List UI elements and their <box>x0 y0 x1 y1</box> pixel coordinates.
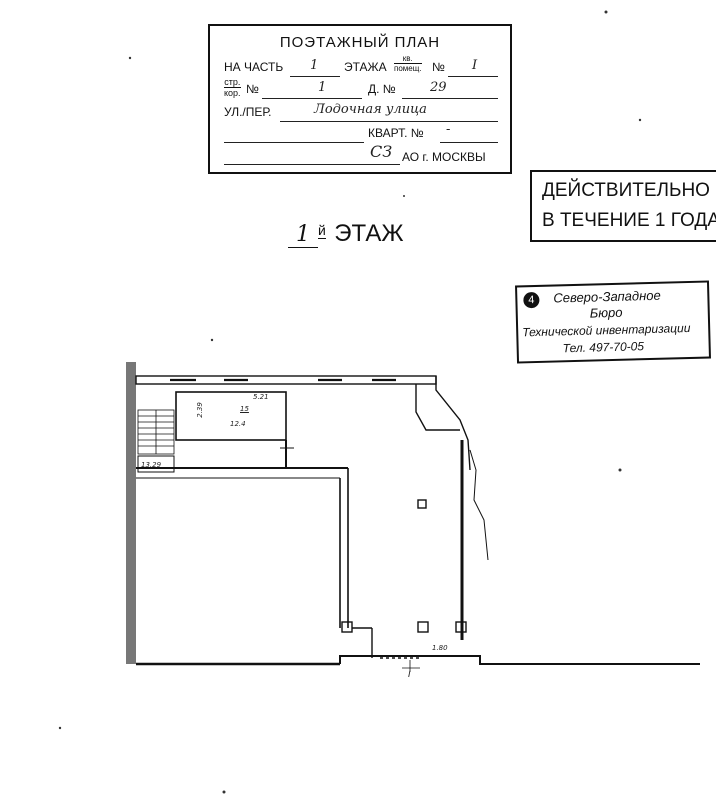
building-value: 1 <box>318 80 327 95</box>
apartment-value: - <box>446 122 451 137</box>
column <box>417 621 429 633</box>
room-area-label: 12.4 <box>230 420 246 428</box>
room-number-sign: № <box>432 60 445 74</box>
building-type-label: стр. кор. <box>224 77 241 98</box>
validity-stamp: ДЕЙСТВИТЕЛЬНО В ТЕЧЕНИЕ 1 ГОДА <box>530 170 716 242</box>
title-heading: ПОЭТАЖНЫЙ ПЛАН <box>279 34 441 51</box>
right-upper-wall <box>435 376 471 471</box>
apartment-label: КВАРТ. № <box>368 126 424 140</box>
stair-label: 13.29 <box>141 461 162 469</box>
room-number-label: 15 <box>240 405 249 413</box>
building-type-bottom: кор. <box>224 88 241 98</box>
scan-specks <box>58 10 642 794</box>
district-value: СЗ <box>370 142 393 161</box>
title-stamp: ПОЭТАЖНЫЙ ПЛАН НА ЧАСТЬ 1 ЭТАЖА кв. поме… <box>208 24 512 174</box>
district-suffix: АО г. МОСКВЫ <box>402 150 486 164</box>
room-depth-label: 2.39 <box>195 402 204 418</box>
room-type-bottom: помещ. <box>394 64 422 73</box>
house-label: Д. № <box>368 82 396 96</box>
room-type-top: кв. <box>394 54 422 64</box>
staircase <box>137 409 175 455</box>
building-type-top: стр. <box>224 77 241 88</box>
floor-word: ЭТАЖА <box>344 60 387 74</box>
validity-line-1: ДЕЙСТВИТЕЛЬНО <box>542 180 710 201</box>
room-15 <box>175 391 287 441</box>
house-value: 29 <box>430 80 447 95</box>
part-label: НА ЧАСТЬ <box>224 60 284 74</box>
floor-suffix: й <box>318 221 326 239</box>
left-wall <box>126 362 136 664</box>
bottom-dimension: 1.80 <box>432 644 448 652</box>
room-value: I <box>472 58 478 73</box>
hall-partition <box>339 468 349 628</box>
validity-line-2: В ТЕЧЕНИЕ 1 ГОДА <box>542 210 716 231</box>
floor-number: 1 <box>288 222 318 248</box>
section-mark: I <box>408 670 411 680</box>
part-value: 1 <box>310 58 319 73</box>
building-number-sign: № <box>246 82 259 96</box>
room-type-label: кв. помещ. <box>394 54 422 73</box>
street-label: УЛ./ПЕР. <box>224 105 272 119</box>
column <box>417 499 427 509</box>
street-value: Лодочная улица <box>314 102 427 117</box>
floor-word: ЭТАЖ <box>334 220 404 247</box>
room-width-label: 5.21 <box>253 393 269 401</box>
